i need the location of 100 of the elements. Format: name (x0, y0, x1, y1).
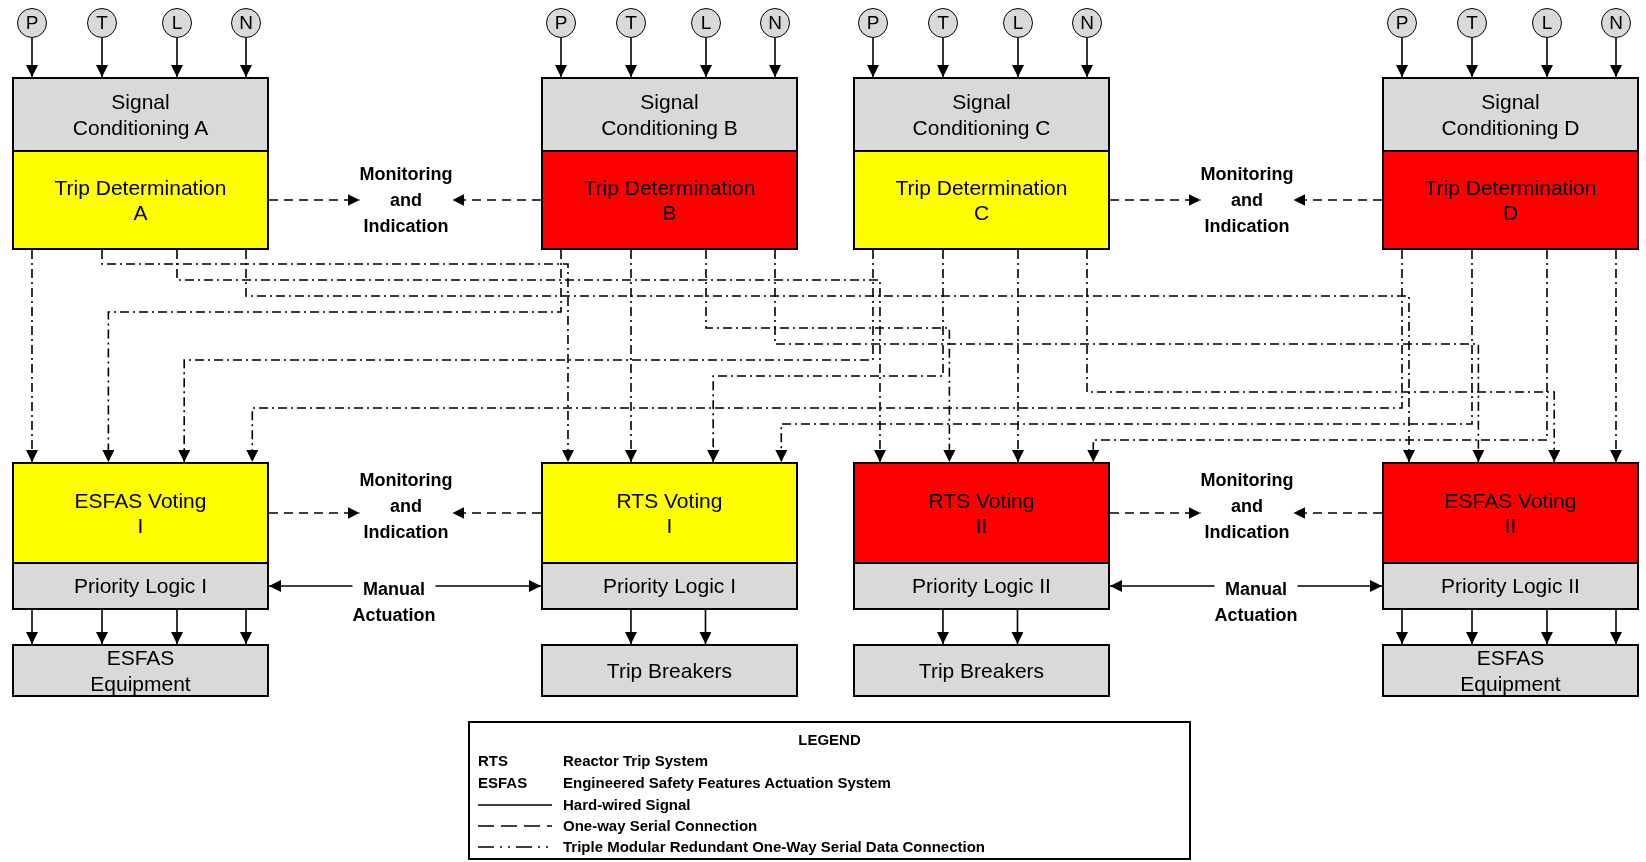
arrow (936, 609, 949, 645)
arrow (240, 609, 252, 645)
serial-connection-arrow (1292, 507, 1383, 519)
voting-box (541, 462, 798, 564)
trip-determination-box (12, 150, 269, 250)
signal-input-circle (1532, 8, 1562, 38)
arrow (937, 37, 949, 78)
serial-connection-arrow (451, 507, 542, 519)
serial-connection-arrow (451, 194, 542, 206)
signal-input-circle (616, 8, 646, 38)
arrow (1396, 609, 1408, 645)
arrow (1466, 37, 1478, 78)
data-connection-arrow (26, 249, 38, 463)
priority-logic-box (853, 562, 1110, 610)
input-letter: T (937, 11, 949, 35)
box-label: ESFAS Voting II (1443, 487, 1578, 539)
input-letter: N (1080, 11, 1094, 35)
signal-conditioning-box (853, 77, 1110, 152)
equipment-box (1382, 644, 1639, 697)
trip-determination-box (541, 150, 798, 250)
box-label: Trip Breakers (918, 657, 1045, 684)
arrow (625, 37, 637, 78)
arrow (769, 37, 781, 78)
signal-input-circle (1003, 8, 1033, 38)
equipment-box (541, 644, 798, 697)
signal-conditioning-box (12, 77, 269, 152)
abbreviation-definition: Engineered Safety Features Actuation System (563, 773, 891, 793)
arrow (555, 37, 567, 78)
voting-box (1382, 462, 1639, 564)
arrow (699, 609, 712, 645)
arrow (26, 37, 38, 78)
box-label: RTS Voting II (927, 487, 1036, 539)
arrow (1610, 609, 1622, 645)
box-label: ESFAS Voting I (73, 487, 208, 539)
input-letter: L (171, 11, 183, 35)
input-letter: P (866, 11, 880, 35)
data-connection-arrow (1610, 249, 1622, 463)
arrow (268, 580, 354, 592)
signal-input-circle (760, 8, 790, 38)
signal-conditioning-box (1382, 77, 1639, 152)
arrow (1296, 580, 1383, 592)
serial-connection-arrow (1292, 194, 1383, 206)
equipment-box (12, 644, 269, 697)
legend-title: LEGEND (797, 730, 862, 750)
box-label: Trip Determination C (894, 174, 1069, 226)
box-label: Trip Breakers (606, 657, 733, 684)
input-letter: L (1012, 11, 1024, 35)
input-letter: N (768, 11, 782, 35)
serial-connection-arrow (1109, 194, 1202, 206)
signal-input-circle (928, 8, 958, 38)
serial-connection-arrow (268, 194, 361, 206)
monitoring-label: Monitoring and Indication (1200, 162, 1294, 239)
manual-actuation-label: Manual Actuation (352, 577, 436, 627)
signal-input-circle (691, 8, 721, 38)
input-letter: P (554, 11, 568, 35)
data-connection-arrow (1012, 249, 1024, 463)
arrow (1541, 37, 1553, 78)
arrow (1109, 580, 1216, 592)
input-letter: P (25, 11, 39, 35)
input-letter: L (700, 11, 712, 35)
priority-logic-box (541, 562, 798, 610)
box-label: Signal Conditioning B (600, 89, 739, 140)
serial-connection-arrow (268, 507, 361, 519)
arrow (1012, 37, 1024, 78)
abbreviation: ESFAS (478, 773, 528, 793)
arrow (1541, 609, 1553, 645)
abbreviation-definition: Reactor Trip System (563, 751, 709, 771)
monitoring-label: Monitoring and Indication (359, 162, 453, 239)
box-label: Signal Conditioning D (1440, 89, 1581, 140)
arrow (171, 609, 183, 645)
input-letter: T (1466, 11, 1478, 35)
trip-determination-box (853, 150, 1110, 250)
monitoring-label: Monitoring and Indication (359, 468, 453, 545)
box-label: Priority Logic I (602, 573, 736, 599)
abbreviation: RTS (478, 751, 508, 771)
signal-input-circle (1601, 8, 1631, 38)
equipment-box (853, 644, 1110, 697)
arrow (96, 609, 108, 645)
arrow (1011, 609, 1024, 645)
arrow (171, 37, 183, 78)
signal-input-circle (1387, 8, 1417, 38)
signal-input-circle (1457, 8, 1487, 38)
legend-label: Triple Modular Redundant One-Way Serial Data Connection (563, 837, 985, 857)
box-label: Signal Conditioning C (911, 89, 1052, 140)
arrow (1610, 37, 1622, 78)
signal-input-circle (231, 8, 261, 38)
voting-box (853, 462, 1110, 564)
manual-actuation-label: Manual Actuation (1214, 577, 1298, 627)
legend-label: One-way Serial Connection (563, 816, 758, 836)
trip-determination-box (1382, 150, 1639, 250)
signal-input-circle (1072, 8, 1102, 38)
voting-box (12, 462, 269, 564)
signal-input-circle (17, 8, 47, 38)
arrow (1081, 37, 1093, 78)
input-letter: P (1395, 11, 1409, 35)
box-label: Priority Logic I (73, 573, 207, 599)
input-letter: N (239, 11, 253, 35)
input-letter: T (96, 11, 108, 35)
signal-input-circle (87, 8, 117, 38)
box-label: Trip Determination B (582, 174, 757, 226)
